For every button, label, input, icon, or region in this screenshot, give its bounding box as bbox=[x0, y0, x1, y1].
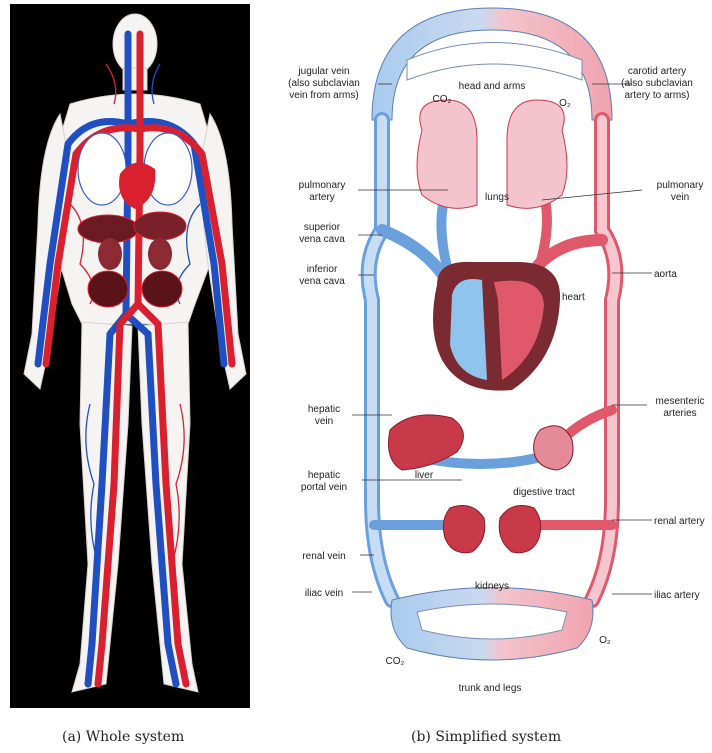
iliac-artery-label: iliac artery bbox=[654, 590, 700, 601]
renal-artery-label: renal artery bbox=[654, 516, 705, 527]
digestive-organ bbox=[534, 426, 573, 470]
kidneys-label: kidneys bbox=[475, 581, 509, 592]
renal-vein-label: renal vein bbox=[302, 551, 345, 562]
liver-label: liver bbox=[415, 470, 434, 481]
heart-organ bbox=[433, 262, 560, 391]
head-capillary-bed bbox=[372, 8, 612, 120]
heart-label: heart bbox=[562, 292, 585, 303]
digestive-label: digestive tract bbox=[513, 487, 575, 498]
trunk-capillary-bed bbox=[391, 588, 593, 661]
caption-whole-system: (a) Whole system bbox=[62, 729, 184, 745]
aorta-label: aorta bbox=[654, 269, 677, 280]
kidneys-organ bbox=[443, 506, 540, 553]
caption-simplified-system: (b) Simplified system bbox=[411, 729, 561, 745]
co2-top-label: CO₂ bbox=[433, 94, 452, 105]
o2-bottom-label: O₂ bbox=[599, 635, 611, 646]
whole-system-illustration bbox=[10, 4, 250, 708]
body-silhouette bbox=[24, 14, 246, 692]
trunk-legs-label: trunk and legs bbox=[459, 683, 522, 694]
body-figure bbox=[10, 4, 250, 708]
head-arms-label: head and arms bbox=[459, 81, 526, 92]
o2-top-label: O₂ bbox=[559, 98, 571, 109]
co2-bottom-label: CO₂ bbox=[386, 656, 405, 667]
iliac-vein-label: iliac vein bbox=[305, 588, 343, 599]
lungs-label: lungs bbox=[485, 192, 509, 203]
